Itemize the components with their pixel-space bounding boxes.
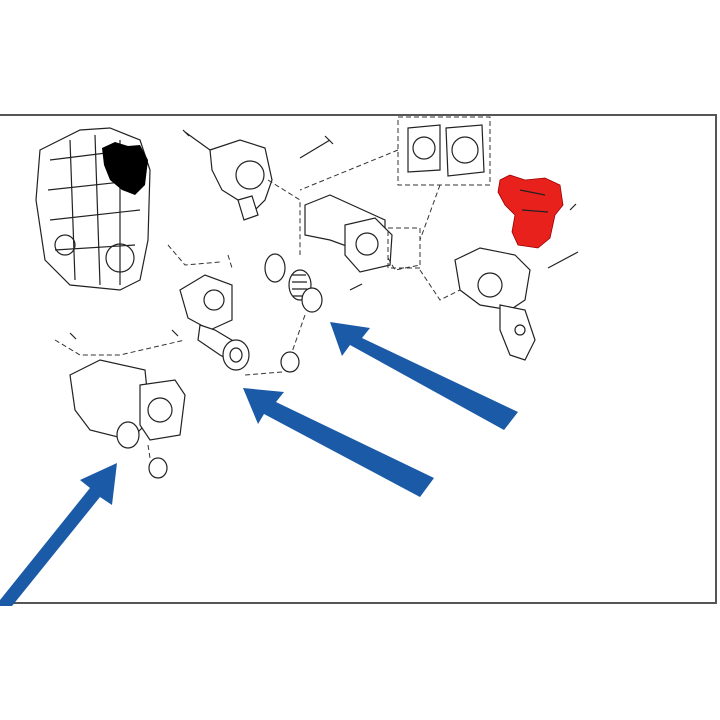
engine-icon [35, 127, 151, 291]
egr-cooler-icon [267, 179, 421, 273]
arrow-2 [243, 388, 434, 497]
pointer-arrows [0, 322, 518, 606]
lower-egr-cooler-icon [54, 329, 186, 479]
arrow-1 [330, 322, 518, 430]
egr-pipe-icon [167, 244, 250, 371]
egr-valve-body-icon [419, 247, 579, 361]
egr-valve-icon [497, 174, 577, 249]
engine-highlight [102, 142, 148, 195]
upper-housing-icon [182, 129, 334, 221]
hose-clamp-icon [244, 253, 363, 376]
arrow-3 [0, 463, 117, 606]
gasket-set-icon [299, 116, 491, 241]
